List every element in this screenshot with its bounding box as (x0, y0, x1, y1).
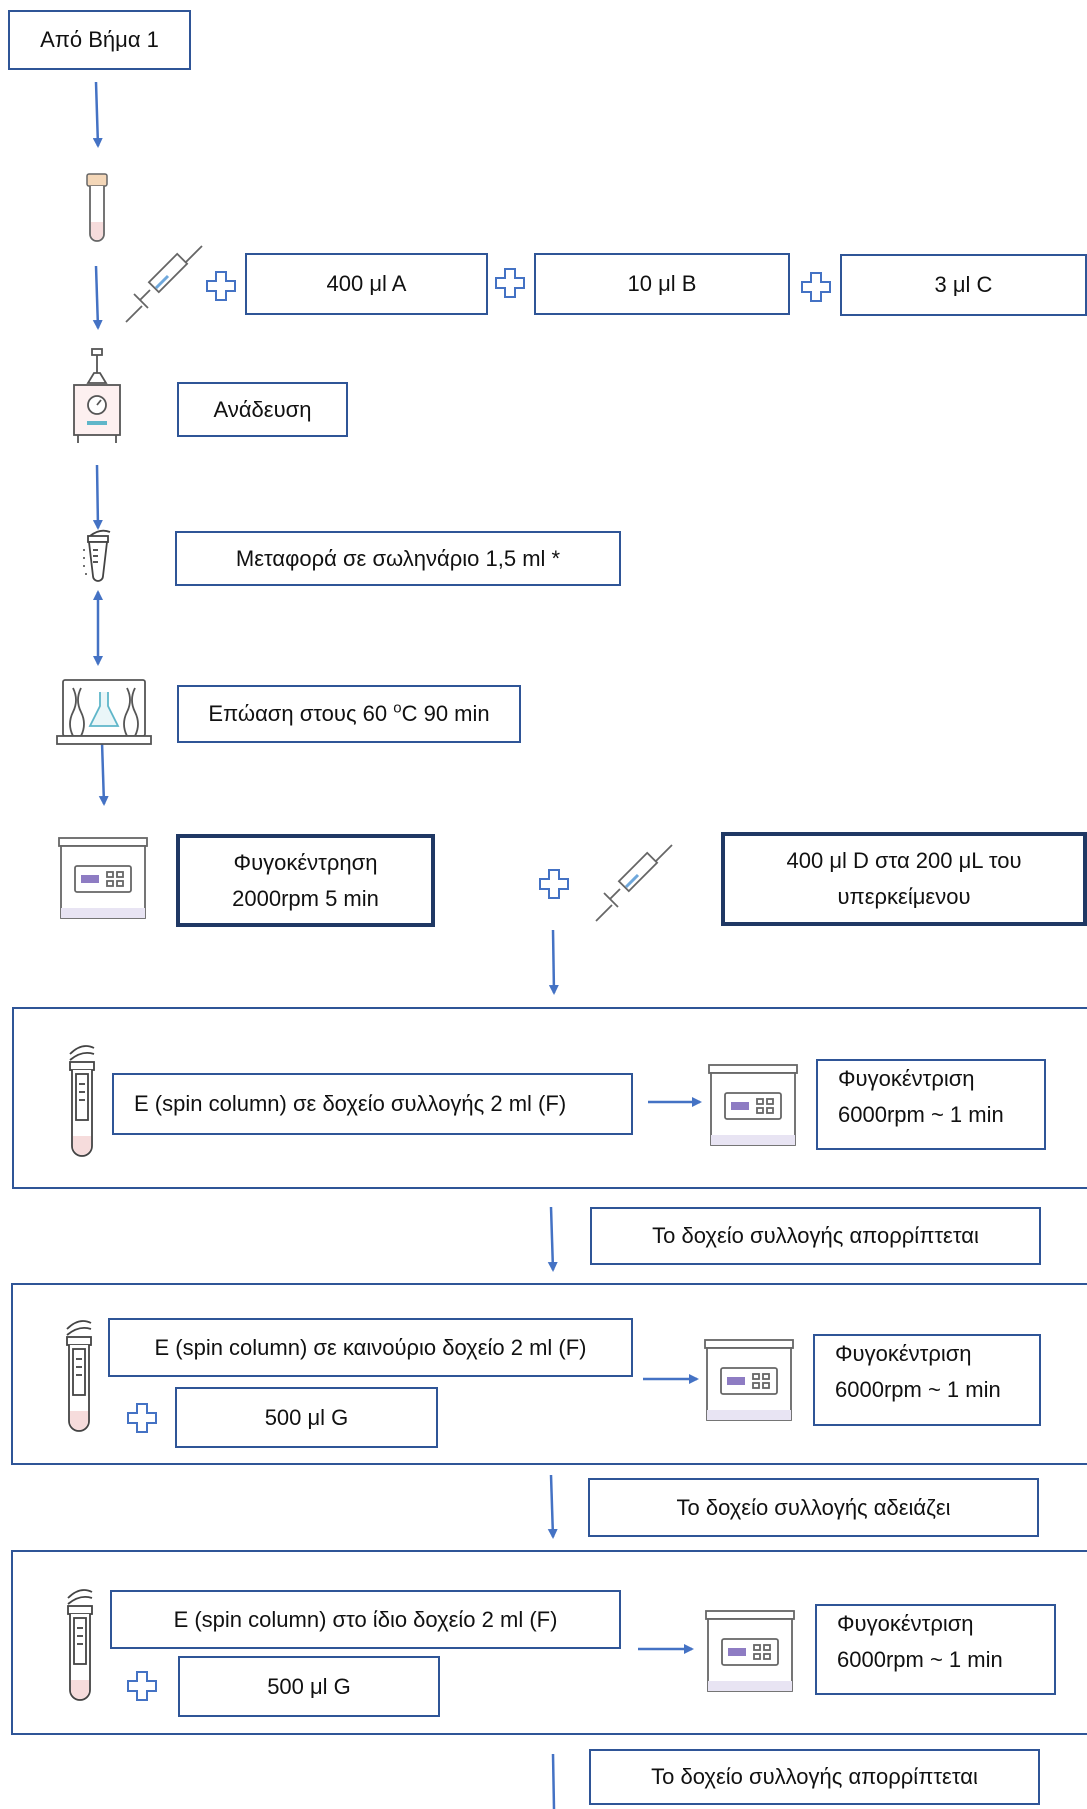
block2-frame (11, 1283, 1087, 1465)
incubation-prefix: Επώαση στους 60 (208, 701, 394, 726)
incubation-degree: o (393, 699, 402, 717)
block3-note-label: Το δοχείο συλλογής απορρίπτεται (651, 1764, 978, 1789)
incubator-laptop-icon (56, 679, 152, 745)
arrow-after-block3 (551, 1753, 556, 1809)
test-tube-icon (86, 173, 108, 242)
centrifuge-icon (58, 837, 148, 919)
block3-reagent-box: 500 μl G (178, 1656, 440, 1717)
block2-centrifuge-line1: Φυγοκέντριση (835, 1341, 972, 1366)
arrow-to-block3 (547, 1474, 558, 1539)
spin-column-icon (69, 1045, 95, 1157)
arrow-incubator-to-centrifuge (98, 741, 109, 806)
centrifuge1-line1: Φυγοκέντρηση (233, 849, 378, 875)
add-d-box: 400 μl D στα 200 μL του υπερκείμενου (721, 832, 1087, 926)
reagent-b-label: 10 μl B (627, 271, 697, 296)
arrow-start-to-tube (92, 81, 103, 148)
block3-centrifuge-line1: Φυγοκέντριση (837, 1611, 974, 1636)
reagent-b-box: 10 μl B (534, 253, 790, 315)
block2-note-box: Το δοχείο συλλογής αδειάζει (588, 1478, 1039, 1537)
block1-frame (12, 1007, 1087, 1189)
centrifuge-icon (708, 1064, 798, 1146)
block3-column-box: E (spin column) στο ίδιο δοχείο 2 ml (F) (110, 1590, 621, 1649)
incubation-suffix: C 90 min (401, 701, 490, 726)
block2-centrifuge-line2: 6000rpm ~ 1 min (835, 1377, 1001, 1402)
mixing-label: Ανάδευση (213, 396, 312, 422)
plus-icon (539, 869, 569, 899)
start-box: Από Βήμα 1 (8, 10, 191, 70)
block1-centrifuge-box: Φυγοκέντριση 6000rpm ~ 1 min (816, 1059, 1046, 1150)
block1-note-box: Το δοχείο συλλογής απορρίπτεται (590, 1207, 1041, 1265)
block2-column-label: E (spin column) σε καινούριο δοχείο 2 ml… (154, 1334, 587, 1360)
plus-icon (206, 271, 236, 301)
block3-column-label: E (spin column) στο ίδιο δοχείο 2 ml (F) (173, 1606, 558, 1632)
plus-icon (495, 268, 525, 298)
transfer-box: Μεταφορά σε σωληνάριο 1,5 ml * (175, 531, 621, 586)
block1-centrifuge-line1: Φυγοκέντριση (838, 1066, 975, 1091)
block1-column-box: E (spin column) σε δοχείο συλλογής 2 ml … (112, 1073, 633, 1135)
block2-column-box: E (spin column) σε καινούριο δοχείο 2 ml… (108, 1318, 633, 1377)
incubation-box: Επώαση στους 60 oC 90 min (177, 685, 521, 743)
reagent-a-box: 400 μl A (245, 253, 488, 315)
block3-reagent-label: 500 μl G (267, 1673, 351, 1699)
plus-icon (801, 272, 831, 302)
block3-note-box: Το δοχείο συλλογής απορρίπτεται (589, 1749, 1040, 1805)
centrifuge1-line2: 2000rpm 5 min (232, 885, 379, 911)
block2-reagent-box: 500 μl G (175, 1387, 438, 1448)
plus-icon (127, 1671, 157, 1701)
arrow-stirrer-to-microtube (92, 464, 103, 530)
syringe-icon (595, 844, 673, 922)
mixing-box: Ανάδευση (177, 382, 348, 437)
block3-centrifuge-box: Φυγοκέντριση 6000rpm ~ 1 min (815, 1604, 1056, 1695)
block2-reagent-label: 500 μl G (264, 1404, 349, 1430)
spin-column-icon (66, 1320, 92, 1432)
block1-centrifuge-line2: 6000rpm ~ 1 min (838, 1102, 1004, 1127)
reagent-c-box: 3 μl C (840, 254, 1087, 316)
block3-frame (11, 1550, 1087, 1735)
arrow-to-block2 (547, 1206, 558, 1272)
centrifuge-icon (705, 1610, 795, 1692)
add-d-line2: υπερκείμενου (837, 884, 971, 909)
block2-centrifuge-box: Φυγοκέντριση 6000rpm ~ 1 min (813, 1334, 1041, 1426)
reagent-c-label: 3 μl C (934, 272, 993, 297)
block2-note-label: Το δοχείο συλλογής αδειάζει (676, 1494, 951, 1520)
microtube-icon (83, 529, 111, 582)
start-label: Από Βήμα 1 (40, 27, 159, 52)
plus-icon (127, 1403, 157, 1433)
centrifuge-icon (704, 1339, 794, 1421)
add-d-line1: 400 μl D στα 200 μL του (786, 848, 1022, 873)
arrow-tube-to-stirrer (92, 265, 103, 330)
magnetic-stirrer-icon (73, 348, 121, 443)
incubation-label: Επώαση στους 60 oC 90 min (208, 696, 489, 732)
reagent-a-label: 400 μl A (326, 271, 407, 296)
syringe-icon (125, 245, 203, 323)
block1-note-label: Το δοχείο συλλογής απορρίπτεται (652, 1223, 979, 1248)
arrow-to-block1 (548, 929, 559, 995)
spin-column-icon (67, 1589, 93, 1701)
centrifuge1-box: Φυγοκέντρηση 2000rpm 5 min (176, 834, 435, 927)
block1-column-label: E (spin column) σε δοχείο συλλογής 2 ml … (134, 1091, 567, 1116)
transfer-label: Μεταφορά σε σωληνάριο 1,5 ml * (235, 545, 561, 571)
block3-centrifuge-line2: 6000rpm ~ 1 min (837, 1647, 1003, 1672)
